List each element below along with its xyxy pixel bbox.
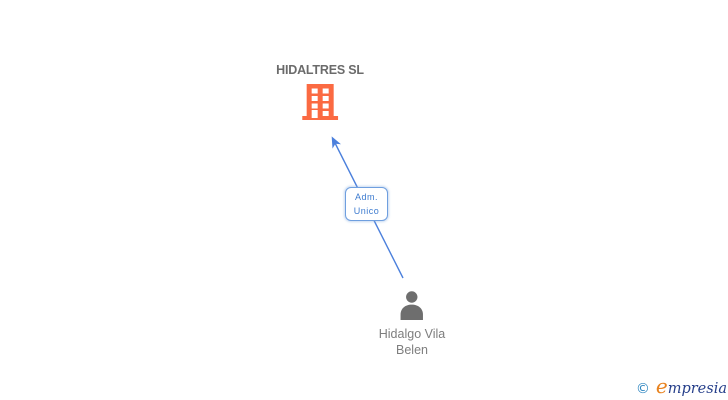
brand-initial: e bbox=[655, 374, 668, 398]
relationship-label-line1: Adm. bbox=[354, 192, 378, 202]
relationship-label-line2: Unico bbox=[353, 206, 380, 216]
company-node[interactable]: HIDALTRES SL bbox=[276, 63, 364, 120]
relationship-label: Adm. Unico bbox=[345, 187, 388, 221]
person-name[interactable]: Hidalgo Vila Belen bbox=[379, 327, 445, 358]
building-icon bbox=[276, 84, 364, 120]
person-name-line2: Belen bbox=[396, 342, 428, 357]
company-name[interactable]: HIDALTRES SL bbox=[276, 63, 364, 77]
copyright-icon: © bbox=[635, 381, 650, 397]
person-name-line1: Hidalgo Vila bbox=[378, 327, 446, 341]
brand-name: mpresia bbox=[667, 381, 727, 397]
empresia-watermark: © e mpresia bbox=[636, 376, 727, 397]
person-icon bbox=[379, 291, 445, 320]
person-node[interactable]: Hidalgo Vila Belen bbox=[379, 291, 445, 358]
